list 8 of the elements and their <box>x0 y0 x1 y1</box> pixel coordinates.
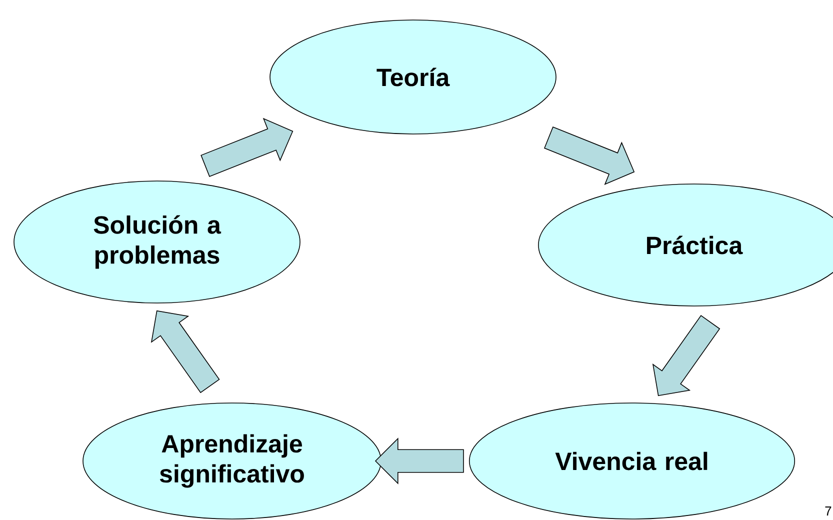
page-number: 7 <box>825 506 832 516</box>
ellipse-node: Práctica <box>538 184 833 306</box>
ellipse-node: Teoría <box>270 20 556 134</box>
block-arrow <box>150 310 220 394</box>
ellipse-node: Aprendizaje significativo <box>82 402 382 520</box>
ellipse-node: Solución a problemas <box>14 180 300 304</box>
block-arrow <box>200 118 294 178</box>
ellipse-node: Vivencia real <box>468 402 796 520</box>
